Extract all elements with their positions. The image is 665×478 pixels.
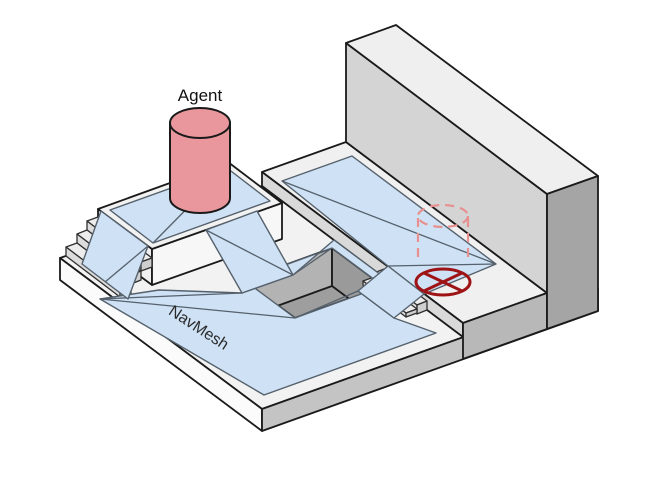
step-side (405, 308, 418, 318)
mesh-edge (294, 290, 359, 319)
navmesh-south-ramp (357, 265, 425, 319)
mesh-edge (99, 292, 243, 300)
agent-cylinder-body (169, 122, 231, 214)
navmesh-strip-surface (281, 155, 497, 295)
navmesh-west-ramp (81, 210, 149, 300)
mesh-edge (99, 298, 296, 319)
mesh-edge (205, 229, 294, 276)
ghost-cylinder-top (416, 203, 470, 229)
blocked-circle (414, 267, 472, 297)
agent-label: Agent (178, 86, 223, 105)
mesh-edge (387, 263, 497, 267)
mesh-edge (292, 247, 333, 276)
agent: Agent (169, 86, 231, 214)
wall (345, 24, 599, 330)
blocked-cross-line (423, 271, 463, 293)
navmesh-ramps (81, 210, 425, 319)
blocked-location-icon (414, 267, 472, 297)
ghost-agent-marker (416, 203, 470, 262)
step-side (140, 257, 153, 272)
mesh-edge (281, 180, 497, 265)
mesh-edge (104, 245, 149, 283)
navmesh-strip (281, 155, 497, 295)
wall-right-face (546, 175, 599, 330)
agent-cylinder-top (169, 107, 231, 139)
